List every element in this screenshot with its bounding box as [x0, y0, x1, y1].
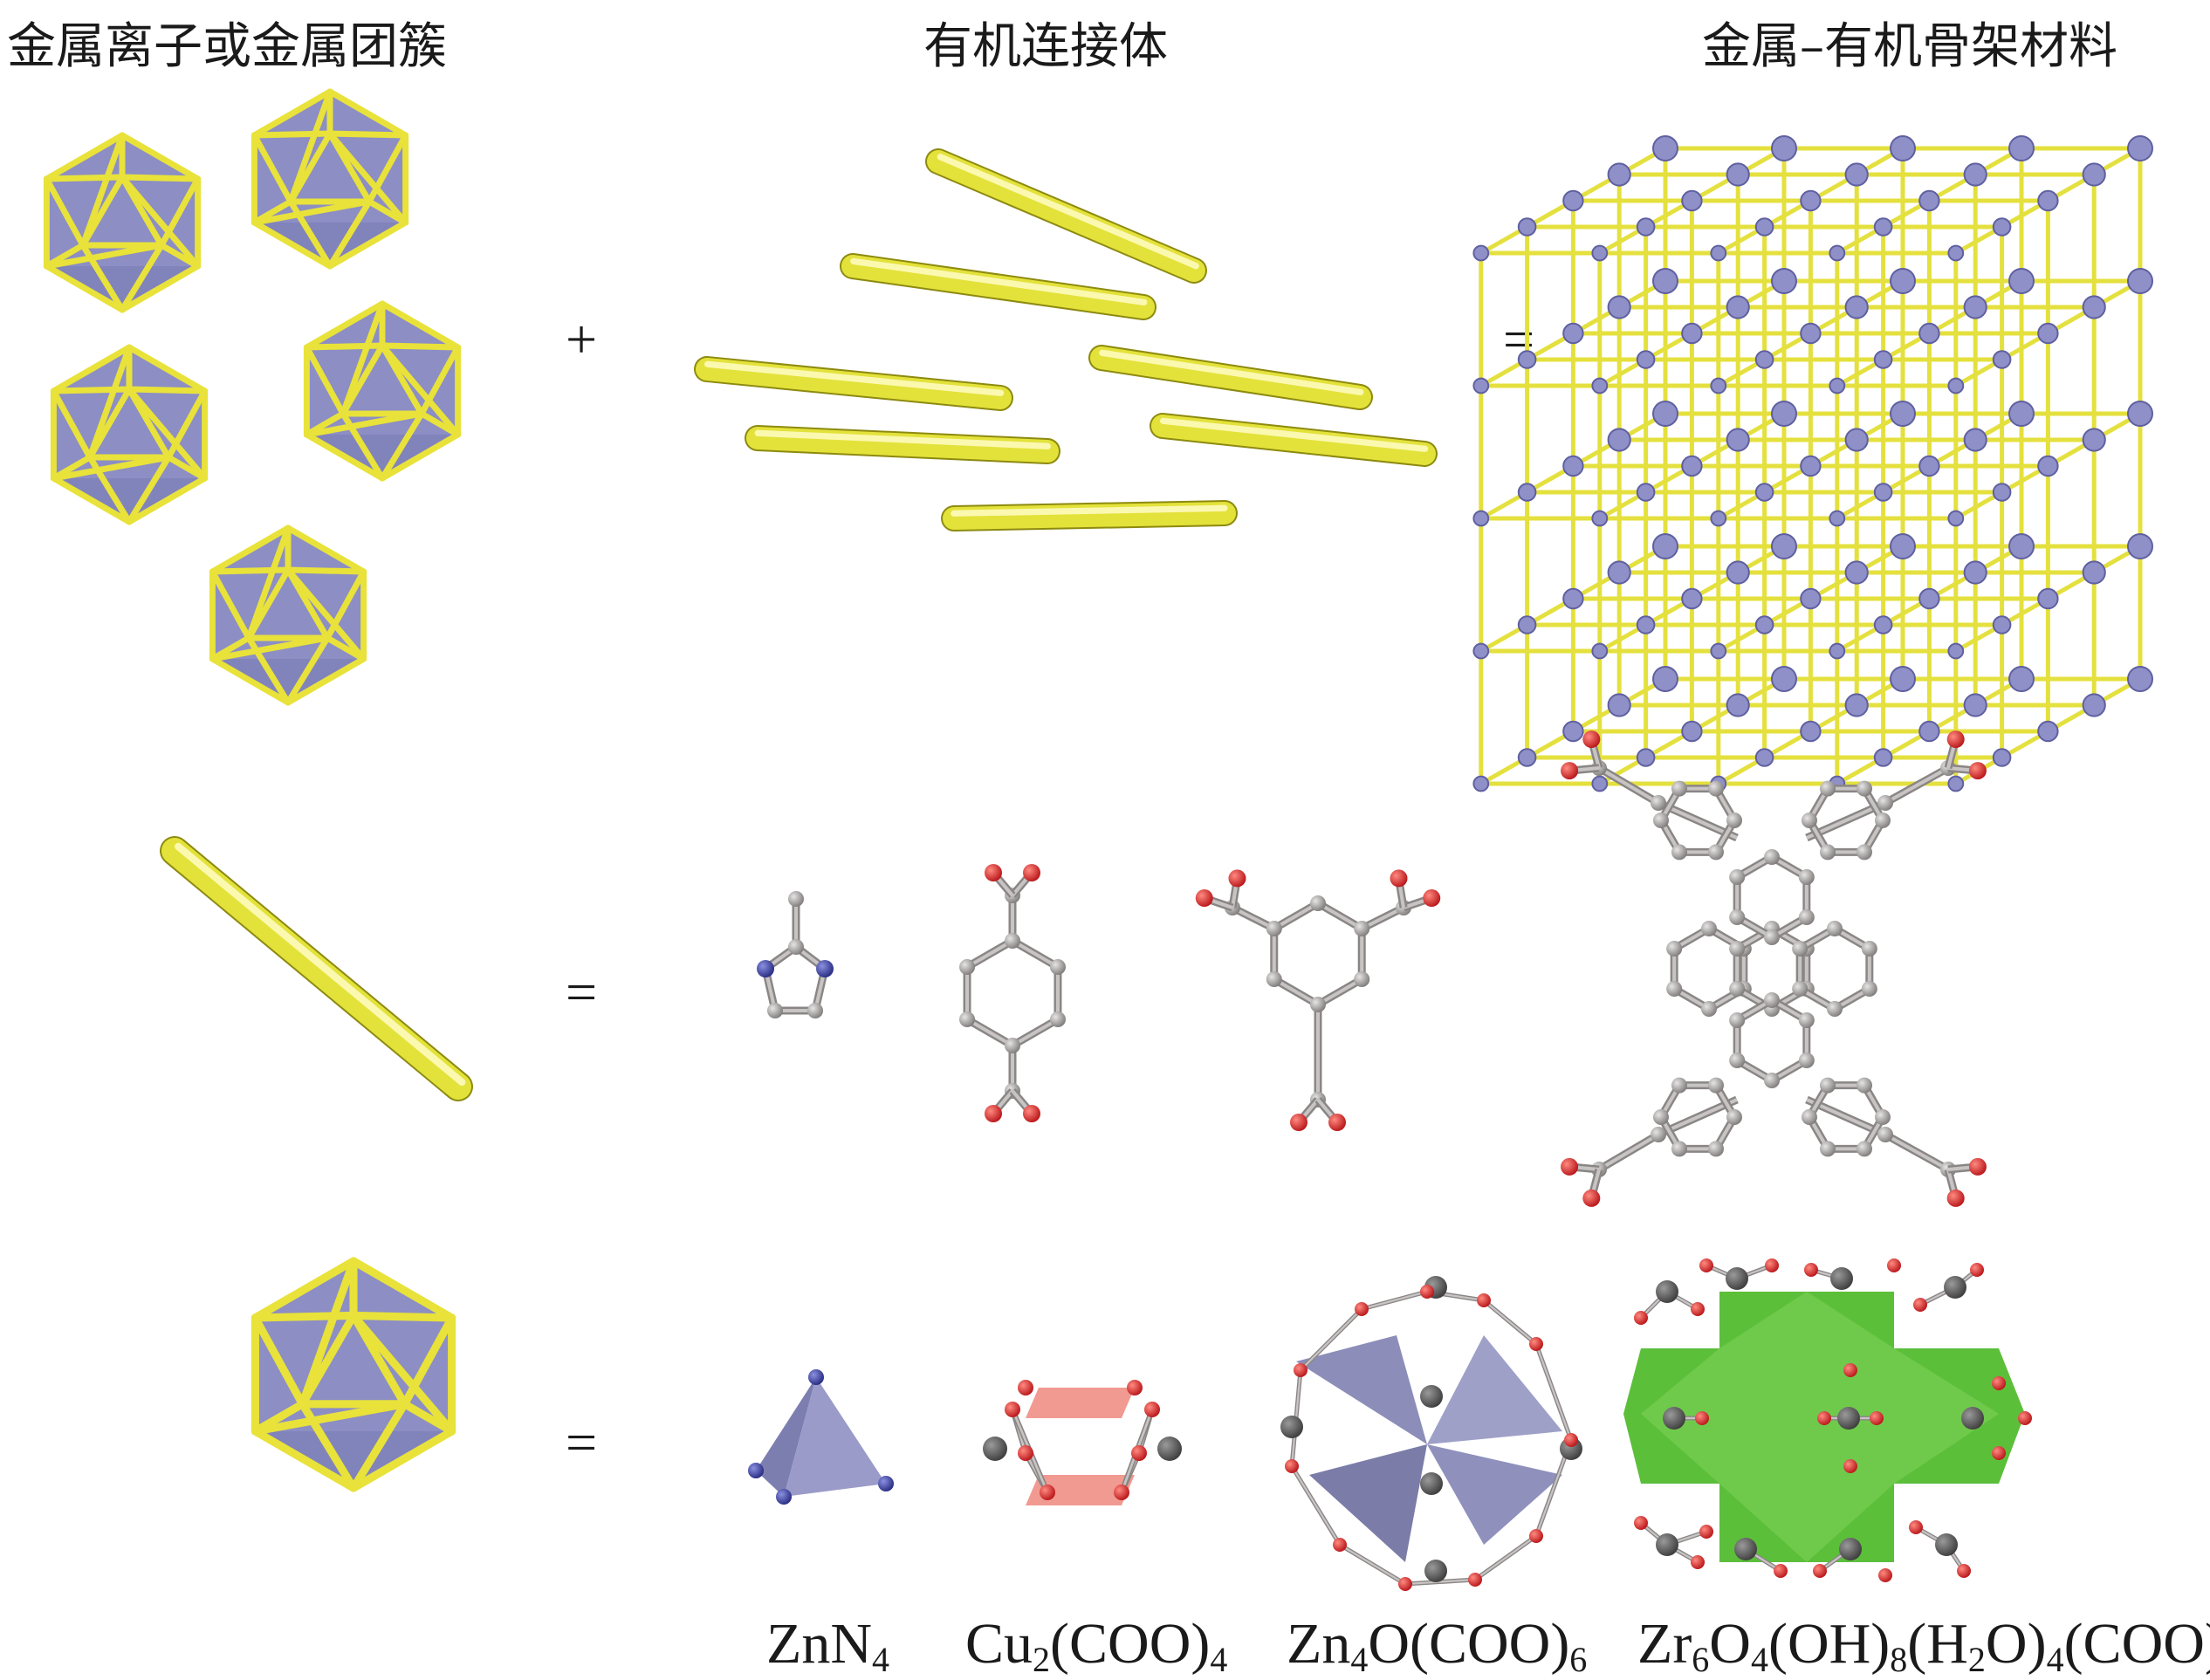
oxygen-atom [1634, 1311, 1648, 1325]
oxygen-atom [1813, 1564, 1827, 1578]
zn-tetra-face [1427, 1444, 1562, 1545]
carbon-atom [1944, 1276, 1966, 1299]
oxygen-atom [1695, 1411, 1709, 1425]
oxygen-atom [1699, 1525, 1713, 1539]
oxygen-atom [1765, 1258, 1779, 1272]
oxygen-atom [1477, 1293, 1491, 1307]
oxygen-atom [1294, 1363, 1307, 1377]
oxygen-atom [1909, 1520, 1923, 1534]
oxygen-atom [1398, 1577, 1412, 1591]
cu-plane [1026, 1388, 1135, 1418]
carbon-atom [1961, 1407, 1984, 1430]
oxygen-atom [1144, 1402, 1160, 1417]
oxygen-atom [1970, 1263, 1984, 1277]
oxygen-atom [1468, 1573, 1482, 1587]
carbon-atom [1830, 1267, 1853, 1290]
oxygen-atom [1285, 1459, 1299, 1473]
nitrogen-atom [748, 1463, 764, 1478]
oxygen-atom [1992, 1446, 2006, 1460]
oxygen-atom [1887, 1258, 1901, 1272]
oxygen-atom [1843, 1459, 1857, 1473]
oxygen-atom [1420, 1285, 1434, 1299]
oxygen-atom [1691, 1302, 1705, 1316]
oxygen-atom [1699, 1258, 1713, 1272]
carbon-atom [1734, 1538, 1757, 1560]
oxygen-atom [1333, 1538, 1347, 1552]
oxygen-atom [1564, 1433, 1578, 1447]
carbon-atom [1656, 1280, 1678, 1303]
carbon-atom [1726, 1267, 1748, 1290]
carbon-atom [1424, 1560, 1447, 1582]
oxygen-atom [1131, 1445, 1147, 1461]
oxygen-atom [1529, 1337, 1543, 1351]
zr-polyhedron-highlight [1641, 1292, 1999, 1562]
bond-highlight [1484, 1300, 1536, 1344]
oxygen-atom [1355, 1302, 1369, 1316]
carbon-atom [1935, 1533, 1958, 1556]
oxygen-atom [1774, 1564, 1788, 1578]
zr6-cluster [1623, 1258, 2032, 1582]
oxygen-atom [1018, 1380, 1033, 1395]
zn-tetra-face [1427, 1335, 1562, 1444]
carbon-atom [1839, 1538, 1862, 1560]
carbon-atom [1837, 1407, 1860, 1430]
cu-paddlewheel [983, 1380, 1182, 1505]
oxygen-atom [1114, 1485, 1129, 1500]
bond-highlight [1362, 1292, 1427, 1309]
carbon-atom [1420, 1385, 1443, 1408]
oxygen-atom [1957, 1564, 1971, 1578]
zn-tetra-face [1309, 1444, 1427, 1562]
zn-tetra-face [1296, 1335, 1427, 1444]
oxygen-atom [1804, 1263, 1818, 1277]
carbon-atom [983, 1437, 1007, 1461]
carbon-atom [1420, 1472, 1443, 1495]
nitrogen-atom [808, 1369, 824, 1385]
nitrogen-atom [776, 1489, 792, 1505]
oxygen-atom [1913, 1298, 1927, 1312]
oxygen-atom [1127, 1380, 1143, 1395]
oxygen-atom [1018, 1445, 1033, 1461]
oxygen-atom [1005, 1402, 1020, 1417]
oxygen-atom [1870, 1411, 1884, 1425]
zn4o-cluster [1280, 1276, 1582, 1591]
znn4-tetrahedron [748, 1369, 894, 1505]
oxygen-atom [2018, 1411, 2032, 1425]
nitrogen-atom [878, 1476, 894, 1491]
carbon-atom [1157, 1437, 1182, 1461]
oxygen-atom [1843, 1363, 1857, 1377]
carbon-atom [1280, 1416, 1303, 1438]
oxygen-atom [1691, 1555, 1705, 1569]
oxygen-atom [1992, 1376, 2006, 1390]
oxygen-atom [1878, 1568, 1892, 1582]
oxygen-atom [1040, 1485, 1055, 1500]
carbon-atom [1656, 1533, 1678, 1556]
oxygen-atom [1529, 1529, 1543, 1543]
carbon-atom [1663, 1407, 1685, 1430]
oxygen-atom [1817, 1411, 1831, 1425]
oxygen-atom [1634, 1516, 1648, 1530]
